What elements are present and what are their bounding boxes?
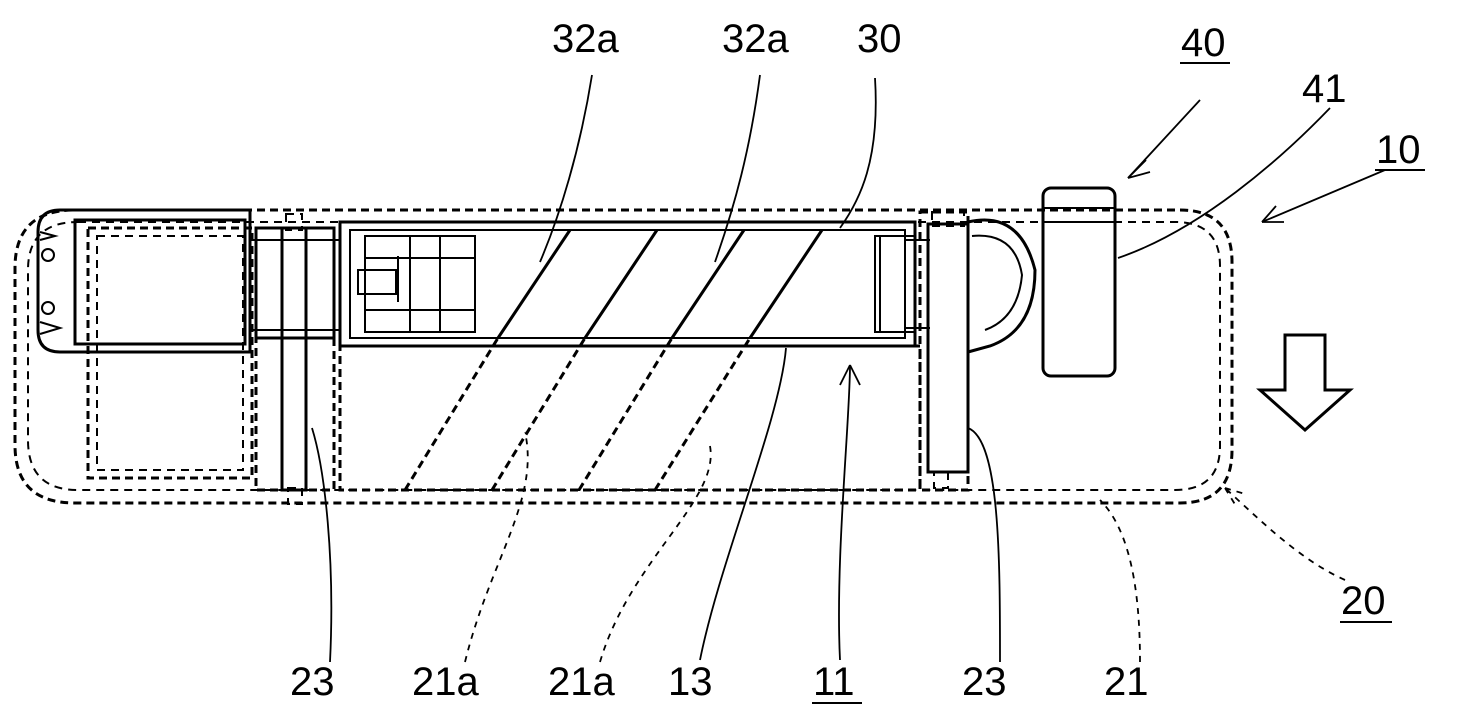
label-32a-left: 32a [552, 17, 619, 61]
handle-41 [967, 186, 1117, 378]
label-41: 41 [1302, 67, 1347, 111]
central-drum [338, 220, 922, 492]
label-10: 10 [1376, 128, 1421, 172]
label-32a-right: 32a [722, 17, 789, 61]
label-20: 20 [1341, 579, 1386, 623]
label-21a-left: 21a [412, 660, 479, 704]
label-30: 30 [857, 17, 902, 61]
reference-labels: 32a 32a 30 40 41 10 20 23 21a 21a 13 11 … [290, 17, 1421, 704]
label-21: 21 [1104, 660, 1149, 704]
label-40: 40 [1181, 21, 1226, 65]
outer-housing [13, 208, 1234, 505]
leader-lines [311, 74, 1386, 663]
label-underlines [812, 62, 1425, 704]
down-arrow [1256, 333, 1354, 433]
label-13: 13 [668, 660, 713, 704]
label-23-left: 23 [290, 660, 335, 704]
label-23-right: 23 [962, 660, 1007, 704]
label-21a-right: 21a [548, 660, 615, 704]
left-shaft-23 [250, 213, 340, 505]
label-11: 11 [813, 660, 855, 704]
left-end-block [36, 208, 254, 480]
